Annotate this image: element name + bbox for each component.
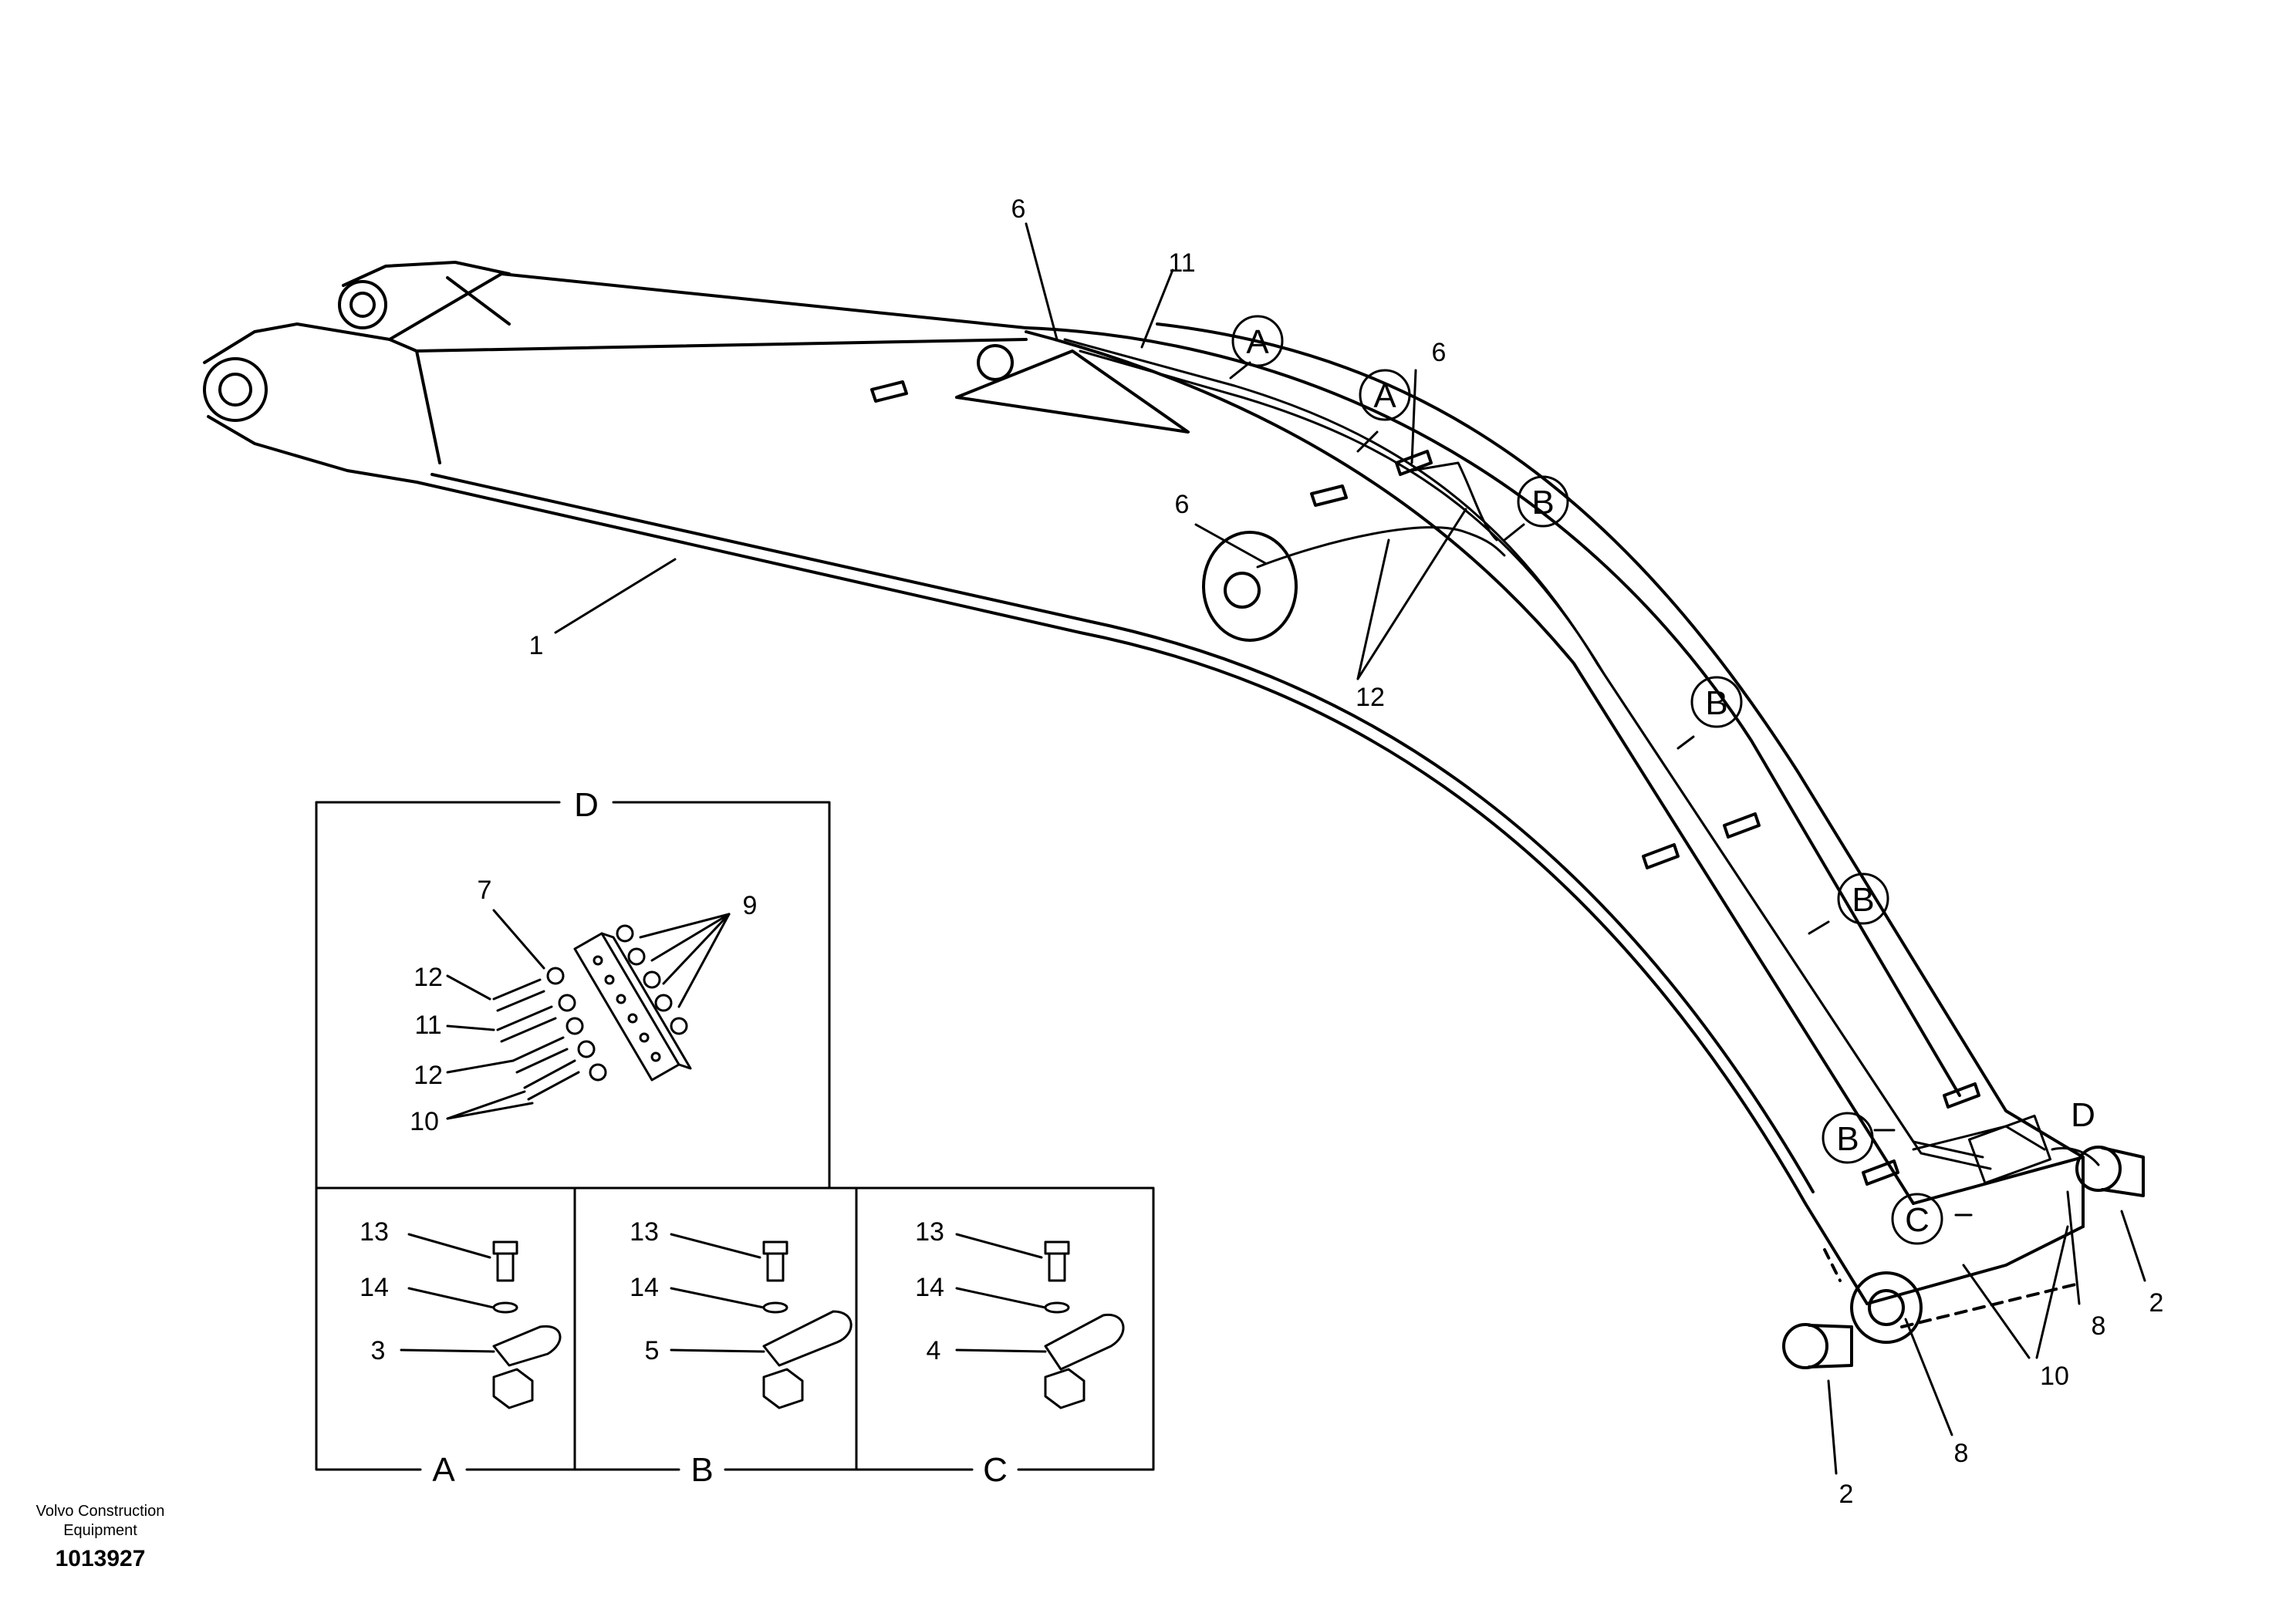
callout-b-4: B (1836, 1120, 1859, 1158)
detail-d-title: D (574, 786, 599, 824)
callout-circles (1231, 315, 2100, 1245)
callout-c: C (1905, 1201, 1930, 1239)
part-label-6-mid: 6 (1175, 490, 1190, 519)
part-label-2-bottom: 2 (1839, 1480, 1854, 1509)
callout-b-3: B (1852, 881, 1874, 919)
part-label-6-right: 6 (1432, 338, 1447, 367)
part-label-1: 1 (529, 631, 544, 660)
part-label-8-bottom: 8 (1954, 1439, 1969, 1468)
detail-d-label-11: 11 (414, 1011, 441, 1040)
part-label-10: 10 (2040, 1362, 2069, 1391)
callout-b-1: B (1531, 484, 1554, 521)
detail-b-label-5: 5 (645, 1336, 660, 1365)
detail-b-title: B (690, 1451, 713, 1489)
detail-c-label-14: 14 (915, 1273, 944, 1302)
part-label-6-top: 6 (1011, 194, 1026, 224)
detail-a-title: A (432, 1451, 455, 1489)
callout-b-2: B (1705, 684, 1727, 722)
leader-lines (554, 222, 2146, 1475)
detail-d-block (446, 909, 731, 1120)
credit-line-2: Equipment (63, 1522, 137, 1539)
part-label-11: 11 (1168, 248, 1195, 278)
detail-d-label-12-bottom: 12 (414, 1061, 443, 1090)
part-label-12: 12 (1356, 683, 1385, 712)
detail-c-label-4: 4 (927, 1336, 941, 1365)
detail-d-label-10: 10 (410, 1107, 439, 1136)
detail-c-title: C (983, 1451, 1008, 1489)
detail-d-label-7: 7 (478, 876, 492, 905)
bushing-pair (1782, 1146, 2145, 1369)
callout-a-2: A (1373, 377, 1396, 415)
detail-a-label-3: 3 (371, 1336, 386, 1365)
callout-a-1: A (1246, 323, 1269, 361)
boom-outline (203, 261, 2085, 1344)
part-label-8-right: 8 (2092, 1311, 2106, 1341)
detail-frames (315, 801, 1155, 1471)
hydraulic-lines (1063, 338, 2052, 1185)
callout-d: D (2071, 1096, 2095, 1134)
credit-line-1: Volvo Construction (36, 1503, 165, 1520)
document-number: 1013927 (56, 1546, 146, 1571)
detail-b-label-14: 14 (630, 1273, 659, 1302)
detail-c-label-13: 13 (915, 1217, 944, 1247)
detail-a-label-14: 14 (360, 1273, 389, 1302)
detail-b-drawing (670, 1233, 853, 1409)
part-label-2-right: 2 (2149, 1288, 2164, 1318)
detail-a-drawing (400, 1233, 562, 1409)
detail-b-label-13: 13 (630, 1217, 659, 1247)
detail-d-label-9: 9 (743, 891, 758, 920)
detail-c-drawing (955, 1233, 1125, 1409)
detail-a-label-13: 13 (360, 1217, 389, 1247)
detail-d-label-12-top: 12 (414, 963, 443, 992)
